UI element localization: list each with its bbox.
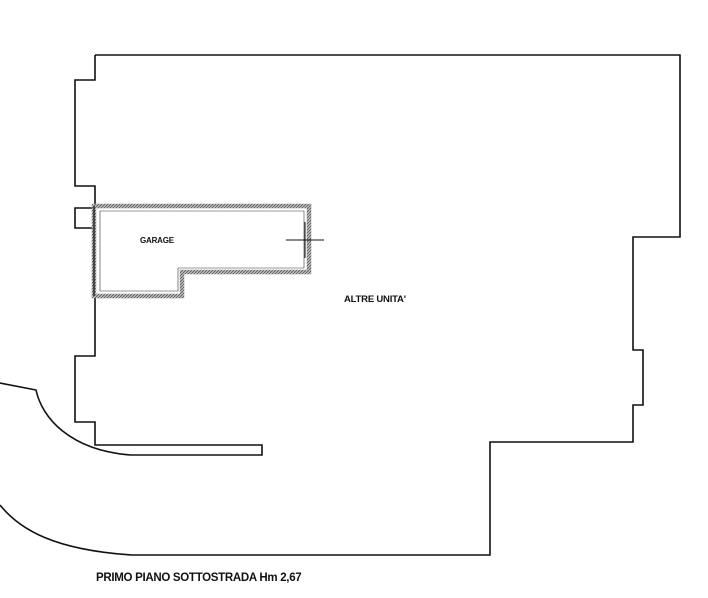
garage-label: GARAGE (140, 236, 175, 245)
garage-unit-wall (91, 203, 312, 299)
floor-caption: PRIMO PIANO SOTTOSTRADA Hm 2,67 (96, 572, 301, 584)
ramp-outer-curve (0, 504, 133, 556)
ramp-inner-curve (0, 382, 131, 456)
building-outline (74, 54, 681, 556)
other-units-label: ALTRE UNITA' (344, 294, 406, 305)
garage-unit-inner-line (99, 210, 305, 292)
